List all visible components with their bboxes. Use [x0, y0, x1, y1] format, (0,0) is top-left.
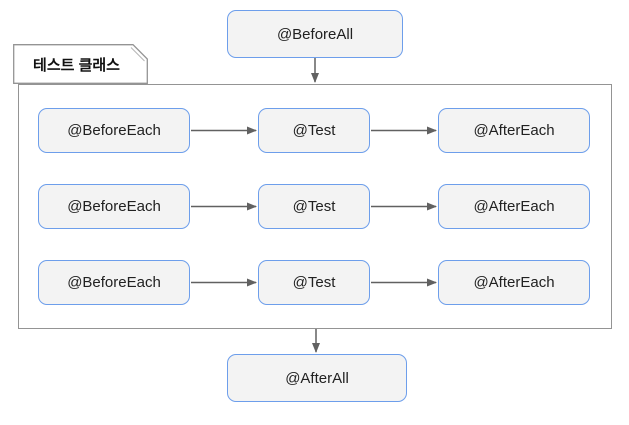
node-aftereach-text: @AfterEach — [473, 122, 555, 139]
node-test: @Test — [258, 260, 370, 305]
node-beforeeach: @BeforeEach — [38, 184, 190, 229]
node-aftereach: @AfterEach — [438, 184, 590, 229]
test-class-container — [18, 84, 612, 329]
node-afterall-text: @AfterAll — [285, 369, 349, 387]
node-beforeeach: @BeforeEach — [38, 260, 190, 305]
node-afterall: @AfterAll — [227, 354, 407, 402]
test-class-label: 테스트 클래스 — [13, 44, 148, 84]
node-aftereach: @AfterEach — [438, 108, 590, 153]
node-beforeeach-text: @BeforeEach — [67, 198, 161, 215]
node-test-text: @Test — [292, 198, 336, 215]
node-test: @Test — [258, 184, 370, 229]
node-aftereach-text: @AfterEach — [473, 198, 555, 215]
node-test-text: @Test — [292, 274, 336, 291]
node-aftereach-text: @AfterEach — [473, 274, 555, 291]
folded-card-icon — [13, 44, 148, 84]
node-beforeeach-text: @BeforeEach — [67, 122, 161, 139]
node-beforeall: @BeforeAll — [227, 10, 403, 58]
node-test: @Test — [258, 108, 370, 153]
node-test-text: @Test — [292, 122, 336, 139]
node-beforeeach: @BeforeEach — [38, 108, 190, 153]
node-beforeall-text: @BeforeAll — [276, 25, 354, 43]
node-aftereach: @AfterEach — [438, 260, 590, 305]
node-beforeeach-text: @BeforeEach — [67, 274, 161, 291]
test-class-label-text: 테스트 클래스 — [33, 56, 120, 74]
